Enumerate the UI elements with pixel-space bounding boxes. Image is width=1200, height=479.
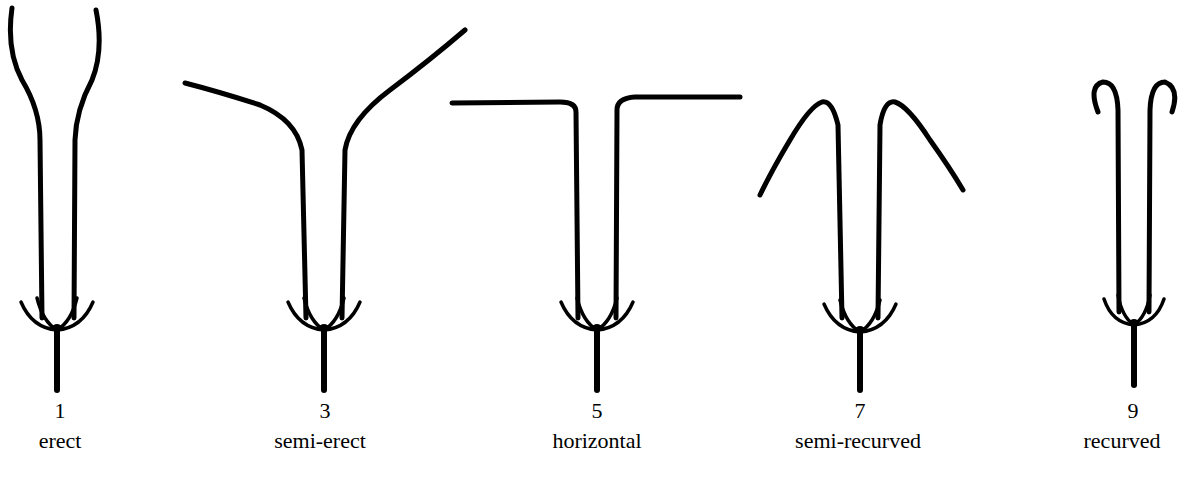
attitude-label: semi-recurved xyxy=(795,428,921,454)
semi-recurved-flower xyxy=(760,102,963,390)
horizontal-flower xyxy=(452,97,740,390)
number-label: 3 xyxy=(320,398,331,424)
attitude-label: horizontal xyxy=(552,428,641,454)
attitude-label: semi-erect xyxy=(274,428,366,454)
erect-flower xyxy=(10,8,99,390)
number-label: 1 xyxy=(55,398,66,424)
attitude-label: recurved xyxy=(1084,428,1161,454)
semi-erect-flower xyxy=(185,30,465,390)
number-label: 7 xyxy=(855,398,866,424)
attitude-label: erect xyxy=(39,428,82,454)
recurved-flower xyxy=(1094,82,1175,385)
number-label: 5 xyxy=(592,398,603,424)
number-label: 9 xyxy=(1128,398,1139,424)
